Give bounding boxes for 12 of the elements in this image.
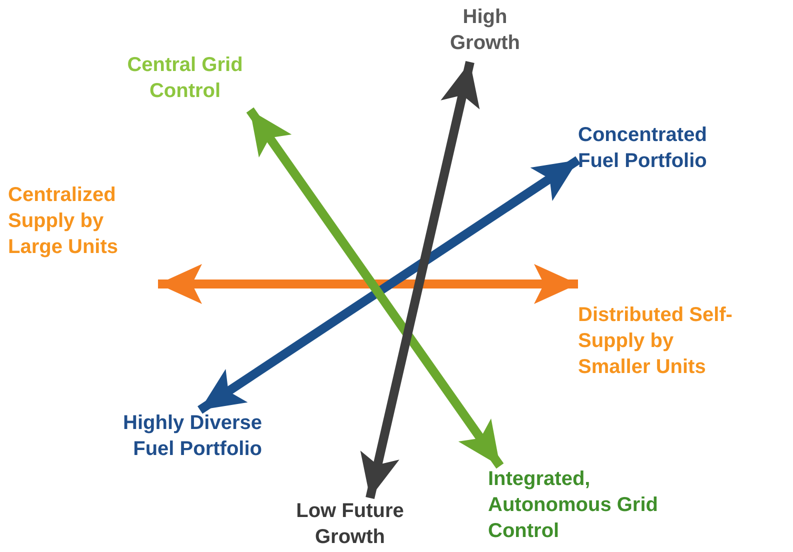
double-headed-arrow [360,61,480,499]
double-headed-arrow [158,264,578,304]
endpoint-label: Low Future Growth [270,498,430,552]
endpoint-label: Concentrated Fuel Portfolio [578,122,738,180]
double-headed-arrow [198,156,580,414]
endpoint-label: Highly Diverse Fuel Portfolio [82,410,262,468]
double-headed-arrow [246,107,504,469]
endpoint-label: Distributed Self-Supply by Smaller Units [578,280,748,390]
endpoint-label: Central Grid Control [100,52,270,110]
endpoint-label: Centralized Supply by Large Units [8,182,158,290]
endpoint-label: High Growth [430,4,540,62]
endpoint-label: Integrated, Autonomous Grid Control [488,466,703,552]
